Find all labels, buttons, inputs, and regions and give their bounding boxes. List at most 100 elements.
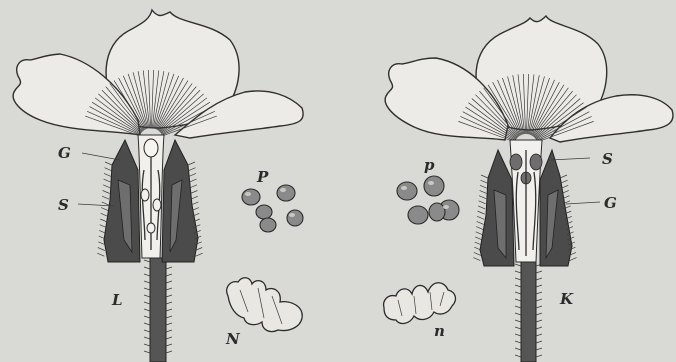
pollen-highlight [245,192,251,196]
left-label-l: L [111,291,123,309]
hair [166,344,172,346]
hair [144,351,150,353]
left-stigma-lobes: N [225,278,302,348]
left-anther [147,223,155,233]
right-stigma-label: n [434,322,445,340]
left-pollen-label: P [256,168,269,186]
hair [189,179,196,182]
hair [515,334,521,336]
hair [166,316,172,318]
right-label-k: K [559,290,574,308]
hair [477,221,484,224]
pollen-highlight [428,181,434,185]
left-anther [153,199,161,211]
pollen-grain [429,203,445,221]
hair [473,258,480,261]
hair [191,196,198,199]
hair [105,162,112,165]
pollen-grain [260,218,276,232]
right-pollen-label: p [424,156,435,174]
hair [102,196,109,199]
hair [166,302,172,304]
right-label-s-leader [550,158,590,160]
hair [474,252,481,255]
hair [105,168,112,171]
hair [536,334,542,336]
hair [166,337,172,339]
hair [144,281,150,283]
pollen-highlight [401,186,407,190]
hair [475,237,482,240]
right-label-g-leader [566,202,600,204]
pollen-grain [397,182,417,200]
hair [515,285,521,287]
pollen-grain [242,189,260,205]
hair [515,327,521,329]
hair [536,278,542,280]
hair [144,337,150,339]
hair [166,295,172,297]
left-stigma-outline [227,278,302,332]
hair [536,355,542,357]
left-stigma-head [144,139,158,157]
hair [144,295,150,297]
hair [166,281,172,283]
pollen-grain [256,205,272,219]
hair [536,348,542,350]
hair [103,185,110,188]
left-label-g-leader [82,153,120,160]
pollen-grain [277,185,295,201]
hair [481,175,488,178]
hair [104,179,111,182]
hair [515,348,521,350]
hair [479,201,486,204]
right-stigma-outline [384,283,456,324]
hair [166,323,172,325]
right-label-g: G [604,194,617,212]
hair [144,302,150,304]
hair [144,323,150,325]
hair [476,232,483,235]
right-stigma-lobes: n [384,283,456,340]
hair [515,320,521,322]
hair [102,202,109,205]
hair [144,288,150,290]
pollen-highlight [280,188,286,192]
hair [166,274,172,276]
left-anther [141,189,149,201]
hair [570,258,577,261]
hair [191,202,198,205]
hair [536,299,542,301]
right-pollen-grains: p [397,156,459,224]
hair [98,248,105,251]
hair [190,191,197,194]
hair [478,211,485,214]
hair [196,253,203,256]
hair [515,278,521,280]
hair [144,344,150,346]
hair [515,306,521,308]
hair [536,320,542,322]
hair [536,341,542,343]
hair [476,227,483,230]
hair [515,271,521,273]
hair [478,206,485,209]
hair [166,330,172,332]
hair [144,267,150,269]
hair [481,180,488,183]
hair [536,271,542,273]
hair [100,219,107,222]
left-stigma-label: N [225,330,241,348]
hair [536,285,542,287]
hair [515,313,521,315]
hair [188,162,195,165]
pollen-grain [287,210,303,226]
hair [144,260,150,262]
hair [101,208,108,211]
hair [536,306,542,308]
hair [536,292,542,294]
pollen-grain [408,206,428,224]
hair [536,313,542,315]
hair [101,213,108,216]
